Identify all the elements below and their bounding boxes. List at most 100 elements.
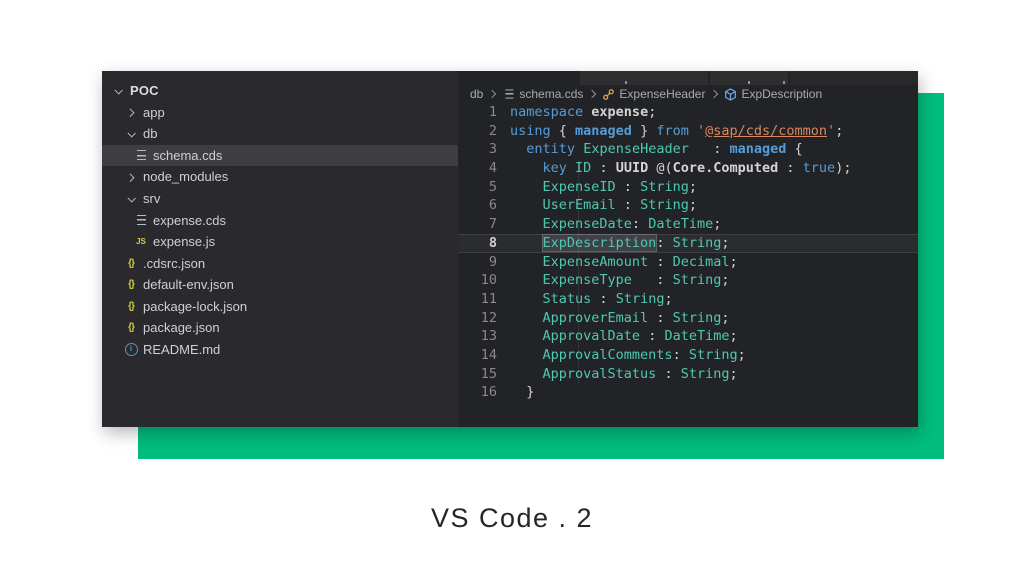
indent-guide — [578, 160, 579, 385]
tree-item-app[interactable]: app — [102, 102, 458, 124]
line-number: 14 — [480, 346, 497, 363]
breadcrumb-label: db — [470, 87, 484, 101]
line-text: UserEmail : String; — [542, 197, 697, 214]
code-line-10[interactable]: 10 ExpenseType : String; — [458, 271, 918, 290]
line-text: ApprovalDate : DateTime; — [542, 328, 738, 345]
breadcrumb-label: ExpDescription — [741, 87, 823, 101]
line-number: 1 — [488, 104, 497, 120]
breadcrumb-item-db[interactable]: db — [470, 87, 483, 101]
tree-item-label: default-env.json — [143, 277, 234, 293]
chevron-right-icon — [123, 169, 139, 185]
tab-remnant-mark — [783, 81, 785, 84]
tree-item-label: .cdsrc.json — [143, 255, 206, 271]
code-line-2[interactable]: 2 using { managed } from '@sap/cds/common… — [458, 122, 918, 141]
tree-item-label: README.md — [143, 341, 221, 357]
code-line-3[interactable]: 3 entity ExpenseHeader : managed { — [458, 140, 918, 159]
tree-item-label: package.json — [143, 320, 220, 336]
json-icon: {} — [128, 279, 135, 291]
line-number: 4 — [488, 160, 497, 177]
code-line-6[interactable]: 6 UserEmail : String; — [458, 196, 918, 215]
code-line-5[interactable]: 5 ExpenseID : String; — [458, 178, 918, 197]
tree-item-node-modules[interactable]: node_modules — [102, 166, 458, 188]
tab-remnant — [790, 71, 918, 85]
code-line-8[interactable]: 8 ExpDescription: String; — [458, 233, 918, 253]
line-number: 3 — [488, 141, 497, 158]
code-line-15[interactable]: 15 ApprovalStatus : String; — [458, 365, 918, 384]
caption: VS Code . 2 — [430, 503, 594, 533]
json-icon: {} — [128, 257, 135, 269]
line-number: 8 — [488, 234, 497, 251]
line-number: 2 — [488, 122, 497, 139]
code-line-9[interactable]: 9 ExpenseAmount : Decimal; — [458, 253, 918, 272]
tree-item-label: package-lock.json — [143, 298, 248, 314]
breadcrumb-label: ExpenseHeader — [619, 87, 706, 101]
tree-item-label: srv — [143, 191, 161, 206]
line-text: namespace expense; — [510, 104, 657, 120]
chevron-right-icon — [710, 89, 719, 99]
tree-item-poc[interactable]: POC — [102, 80, 458, 102]
line-number: 7 — [488, 216, 497, 233]
line-text: ApprovalComments: String; — [542, 346, 746, 363]
tree-item-label: app — [143, 104, 165, 120]
line-number: 6 — [488, 197, 497, 214]
tree-item-db[interactable]: db — [102, 123, 458, 145]
chevron-right-icon — [588, 89, 597, 99]
line-number: 5 — [488, 178, 497, 195]
breadcrumb: db schema.cds ExpenseH — [458, 85, 918, 103]
code-line-12[interactable]: 12 ApproverEmail : String; — [458, 309, 918, 328]
tab-remnant-mark — [748, 81, 750, 84]
code-line-13[interactable]: 13 ApprovalDate : DateTime; — [458, 327, 918, 346]
line-text: ExpenseDate: DateTime; — [542, 216, 722, 233]
json-icon: {} — [128, 300, 135, 312]
line-number: 13 — [480, 328, 497, 345]
editor-pane: db schema.cds ExpenseH — [458, 71, 918, 427]
chevron-down-icon — [123, 191, 139, 207]
code-line-14[interactable]: 14 ApprovalComments: String; — [458, 346, 918, 365]
tree-item-package-lock-json[interactable]: {} package-lock.json — [102, 295, 458, 317]
code-line-4[interactable]: 4 key ID : UUID @(Core.Computed : true); — [458, 159, 918, 178]
chevron-right-icon — [123, 104, 139, 120]
tree-item-expense-cds[interactable]: expense.cds — [102, 209, 458, 231]
line-number: 11 — [480, 290, 497, 307]
tab-remnant — [580, 71, 708, 85]
tree-item-srv[interactable]: srv — [102, 188, 458, 210]
tree-item-package-json[interactable]: {} package.json — [102, 317, 458, 339]
tab-remnant — [710, 71, 788, 85]
json-icon: {} — [128, 322, 135, 334]
cube-symbol-icon — [723, 87, 738, 101]
line-text: ExpenseAmount : Decimal; — [542, 253, 738, 270]
line-text: using { managed } from '@sap/cds/common'… — [510, 122, 844, 139]
line-text: } — [510, 384, 535, 401]
cds-icon — [133, 147, 149, 163]
line-text: ExpenseID : String; — [542, 178, 697, 195]
tree-item-label: db — [143, 126, 158, 142]
breadcrumb-item-file[interactable]: schema.cds — [501, 87, 583, 101]
code-line-16[interactable]: 16 } — [458, 383, 918, 402]
line-text: ApproverEmail : String; — [542, 309, 730, 326]
tab-strip-remnant — [458, 71, 918, 85]
tree-item-label: node_modules — [143, 169, 229, 185]
js-icon: JS — [136, 237, 146, 247]
code-area: 1 namespace expense; 2 using { managed } fr… — [458, 103, 918, 402]
breadcrumb-item-field[interactable]: ExpDescription — [723, 87, 822, 101]
tab-remnant-mark — [625, 81, 627, 84]
line-number: 16 — [480, 384, 497, 401]
line-text: Status : String; — [542, 290, 673, 307]
code-line-1[interactable]: 1 namespace expense; — [458, 103, 918, 122]
line-text: ExpDescription: String; — [541, 233, 730, 252]
breadcrumb-item-entity[interactable]: ExpenseHeader — [601, 87, 705, 101]
tree-item-default-env-json[interactable]: {} default-env.json — [102, 274, 458, 296]
line-number: 10 — [480, 272, 497, 289]
tree-item-schema-cds[interactable]: schema.cds — [102, 144, 458, 167]
code-line-11[interactable]: 11 Status : String; — [458, 290, 918, 309]
chevron-right-icon — [488, 89, 497, 99]
tree-item-cdsrc-json[interactable]: {} .cdsrc.json — [102, 252, 458, 274]
breadcrumb-label: schema.cds — [519, 87, 584, 101]
line-text: ExpenseType : String; — [542, 272, 730, 289]
code-line-7[interactable]: 7 ExpenseDate: DateTime; — [458, 215, 918, 234]
